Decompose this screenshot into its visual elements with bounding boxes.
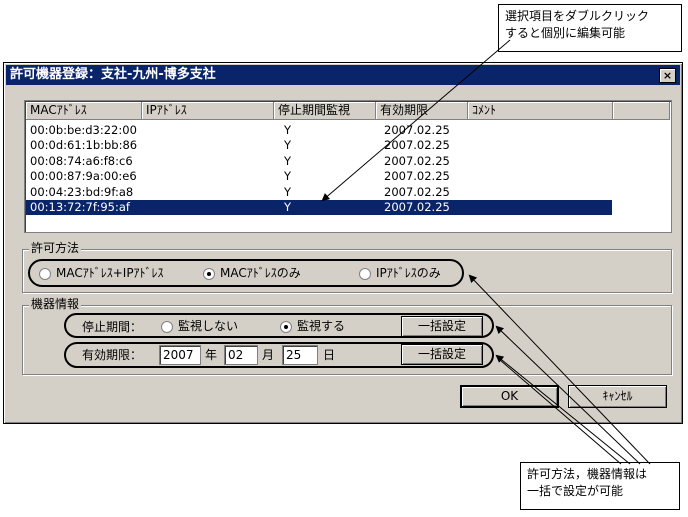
column-expire[interactable]: 有効期限 [376,102,468,120]
close-icon[interactable]: × [659,68,676,83]
arrow-to-list-row [321,39,511,202]
day-unit: 日 [323,348,336,362]
device-info-group [22,305,672,375]
callout-double-click-edit: 選択項目をダブルクリック すると個別に編集可能 [498,4,682,52]
arrow-to-stop [495,325,641,465]
radio-mac-only-label: MACｱﾄﾞﾚｽのみ [220,266,301,280]
radio-mac-ip-label: MACｱﾄﾞﾚｽ+IPｱﾄﾞﾚｽ [56,266,164,280]
cell-expire: 2007.02.25 [384,138,450,153]
dialog-title: 許可機器登録：支社-九州-博多支社 [10,67,216,82]
column-mac[interactable]: MACｱﾄﾞﾚｽ [26,102,142,120]
device-info-label: 機器情報 [29,297,82,311]
device-list[interactable]: MACｱﾄﾞﾚｽ IPｱﾄﾞﾚｽ 停止期間監視 有効期限 ｺﾒﾝﾄ 00:0b:… [24,100,672,233]
arrow-to-permit [468,274,651,465]
column-ip[interactable]: IPｱﾄﾞﾚｽ [142,102,274,120]
radio-no-monitor[interactable] [161,321,173,333]
dialog-window: 許可機器登録：支社-九州-博多支社 × MACｱﾄﾞﾚｽ IPｱﾄﾞﾚｽ 停止期… [3,62,683,424]
cell-mac: 00:04:23:bd:9f:a8 [30,184,134,199]
title-bar: 許可機器登録：支社-九州-博多支社 × [6,65,680,85]
month-field[interactable]: 02 [224,345,258,365]
table-row[interactable]: 00:04:23:bd:9f:a8 Y 2007.02.25 [26,185,612,200]
permit-method-label: 許可方法 [29,241,82,255]
radio-monitor[interactable] [280,321,292,333]
month-unit: 月 [262,348,275,362]
cell-stop: Y [284,123,292,137]
cell-mac: 00:00:87:9a:00:e6 [30,169,137,184]
cell-stop: Y [284,184,292,199]
year-unit: 年 [205,348,218,362]
radio-mac-only[interactable] [203,268,215,280]
cell-expire: 2007.02.25 [384,169,450,184]
cell-mac: 00:0b:be:d3:22:00 [30,123,137,137]
cell-expire: 2007.02.25 [384,184,450,199]
expire-label: 有効期限： [82,348,143,362]
radio-ip-only[interactable] [359,268,371,280]
highlight-expire [64,342,494,368]
highlight-stop-period [64,313,494,338]
arrow-to-expire [495,354,631,465]
day-field[interactable]: 25 [282,345,318,365]
cell-stop: Y [284,200,292,214]
table-row[interactable]: 00:13:72:7f:95:af Y 2007.02.25 [26,200,612,215]
column-comment[interactable]: ｺﾒﾝﾄ [468,102,613,120]
radio-ip-only-label: IPｱﾄﾞﾚｽのみ [376,266,441,280]
radio-no-monitor-label: 監視しない [178,319,239,333]
cell-mac: 00:13:72:7f:95:af [30,200,130,214]
cell-stop: Y [284,169,292,184]
ok-button[interactable]: OK [460,385,559,408]
column-filler [613,102,670,120]
cell-expire: 2007.02.25 [384,200,450,214]
cell-stop: Y [284,153,292,168]
table-row[interactable]: 00:00:87:9a:00:e6 Y 2007.02.25 [26,169,612,184]
cell-stop: Y [284,138,292,153]
stop-period-label: 停止期間： [82,320,143,334]
radio-monitor-label: 監視する [297,319,346,333]
year-field[interactable]: 2007 [159,345,201,365]
column-stop-monitor[interactable]: 停止期間監視 [274,102,376,120]
table-row[interactable]: 00:0d:61:1b:bb:86 Y 2007.02.25 [26,138,612,153]
cancel-button[interactable]: ｷｬﾝｾﾙ [568,385,667,408]
table-row[interactable]: 00:08:74:a6:f8:c6 Y 2007.02.25 [26,154,612,169]
cell-expire: 2007.02.25 [384,153,450,168]
highlight-permit-method [28,259,464,287]
cell-mac: 00:0d:61:1b:bb:86 [30,138,138,153]
list-header: MACｱﾄﾞﾚｽ IPｱﾄﾞﾚｽ 停止期間監視 有効期限 ｺﾒﾝﾄ [26,102,670,120]
arrow-to-expire-2 [499,359,622,465]
permit-method-group [22,249,672,293]
callout-bulk-setting: 許可方法，機器情報は 一括で設定が可能 [520,462,680,510]
cell-mac: 00:08:74:a6:f8:c6 [30,153,133,168]
